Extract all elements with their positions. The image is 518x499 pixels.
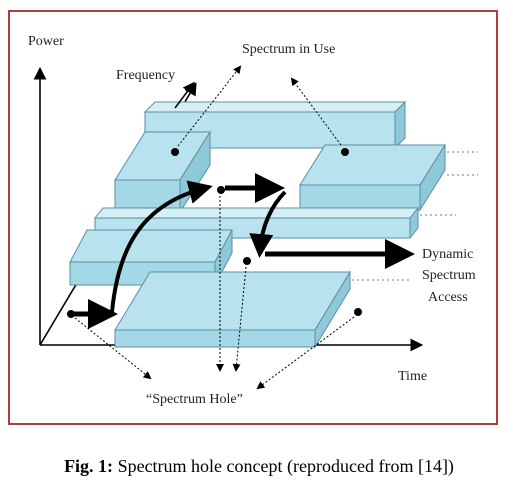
figure-frame	[8, 10, 498, 425]
access-path	[72, 173, 415, 329]
caption-text: Spectrum hole concept (reproduced from […	[113, 456, 454, 476]
time-axis-label: Time	[398, 369, 428, 384]
frequency-axis-label: Frequency	[116, 68, 176, 83]
block-front	[114, 270, 351, 349]
block-upper-left	[114, 130, 211, 214]
figure-caption: Fig. 1: Spectrum hole concept (reproduce…	[0, 456, 518, 477]
block-upper-right	[299, 143, 446, 212]
spectrum-in-use-label: Spectrum in Use	[242, 42, 336, 57]
position-dots	[67, 148, 362, 318]
dsa-label-line3: Access	[428, 290, 468, 305]
power-axis-label: Power	[28, 34, 64, 49]
caption-prefix: Fig. 1:	[64, 456, 114, 476]
frequency-arrow	[174, 81, 195, 109]
continuation-lines	[352, 151, 478, 281]
spectrum-hole-label: “Spectrum Hole”	[146, 392, 243, 407]
dsa-label-line1: Dynamic	[422, 247, 474, 262]
dsa-label-line2: Spectrum	[422, 268, 476, 283]
pointer-arrows	[74, 65, 355, 390]
